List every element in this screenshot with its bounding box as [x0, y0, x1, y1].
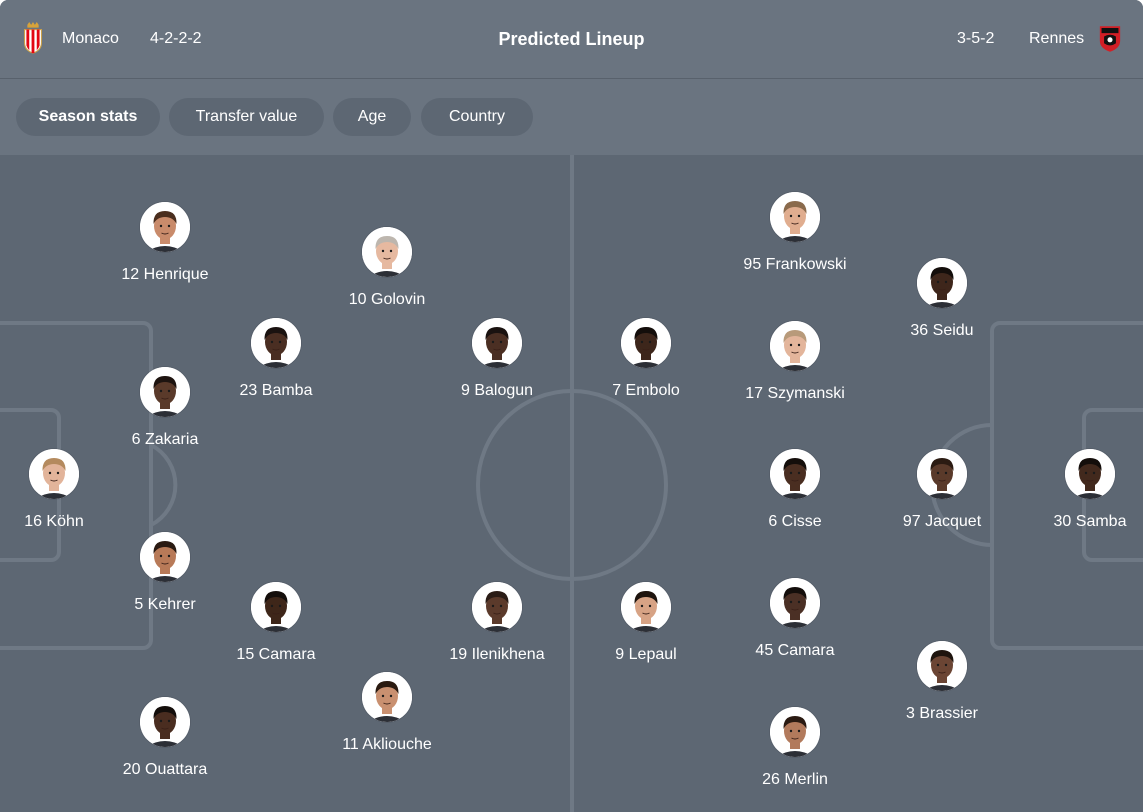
player-home-akliouche[interactable]: 11 Akliouche: [317, 672, 457, 754]
home-formation: 4-2-2-2: [150, 30, 202, 47]
player-photo: [472, 318, 522, 368]
player-away-brassier[interactable]: 3 Brassier: [872, 641, 1012, 723]
player-photo: [770, 578, 820, 628]
player-photo: [362, 227, 412, 277]
lineup-header: Monaco 4-2-2-2 Predicted Lineup 3-5-2 Re…: [0, 0, 1143, 79]
player-label: 23 Bamba: [239, 382, 313, 399]
player-label: 30 Samba: [1053, 513, 1127, 530]
player-photo: [917, 641, 967, 691]
player-label: 17 Szymanski: [745, 385, 845, 402]
filter-age[interactable]: Age: [333, 98, 411, 136]
player-label: 36 Seidu: [910, 322, 974, 339]
player-photo: [472, 582, 522, 632]
player-photo: [770, 192, 820, 242]
player-away-samba[interactable]: 30 Samba: [1020, 449, 1143, 531]
away-team-name[interactable]: Rennes: [1029, 30, 1085, 47]
player-away-szymanski[interactable]: 17 Szymanski: [725, 321, 865, 403]
away-formation: 3-5-2: [957, 30, 995, 47]
player-label: 20 Ouattara: [122, 761, 208, 778]
player-photo: [251, 582, 301, 632]
player-photo: [917, 449, 967, 499]
player-label: 97 Jacquet: [902, 513, 982, 530]
player-home-henrique[interactable]: 12 Henrique: [95, 202, 235, 284]
player-label: 9 Lepaul: [615, 646, 677, 663]
player-label: 45 Camara: [755, 642, 835, 659]
player-label: 10 Golovin: [348, 291, 426, 308]
player-label: 6 Cisse: [768, 513, 822, 530]
home-team-name[interactable]: Monaco: [62, 30, 119, 47]
player-photo: [140, 697, 190, 747]
filter-season-stats[interactable]: Season stats: [16, 98, 160, 136]
filter-transfer-value[interactable]: Transfer value: [169, 98, 324, 136]
player-photo: [1065, 449, 1115, 499]
player-away-seidu[interactable]: 36 Seidu: [872, 258, 1012, 340]
player-photo: [621, 318, 671, 368]
player-home-kehrer[interactable]: 5 Kehrer: [95, 532, 235, 614]
player-label: 9 Balogun: [460, 382, 534, 399]
monaco-crest-icon: [23, 22, 43, 54]
player-photo: [29, 449, 79, 499]
player-label: 26 Merlin: [762, 771, 828, 788]
player-home-balogun[interactable]: 9 Balogun: [427, 318, 567, 400]
player-away-cisse[interactable]: 6 Cisse: [725, 449, 865, 531]
player-away-jacquet[interactable]: 97 Jacquet: [872, 449, 1012, 531]
player-home-zakaria[interactable]: 6 Zakaria: [95, 367, 235, 449]
player-photo: [140, 202, 190, 252]
player-home-camara[interactable]: 15 Camara: [206, 582, 346, 664]
player-label: 19 Ilenikhena: [449, 646, 545, 663]
player-label: 3 Brassier: [905, 705, 979, 722]
player-label: 12 Henrique: [121, 266, 209, 283]
player-home-ouattara[interactable]: 20 Ouattara: [95, 697, 235, 779]
player-label: 5 Kehrer: [134, 596, 196, 613]
player-label: 16 Köhn: [24, 513, 84, 530]
player-label: 11 Akliouche: [342, 736, 432, 753]
player-home-ilenikhena[interactable]: 19 Ilenikhena: [427, 582, 567, 664]
player-away-embolo[interactable]: 7 Embolo: [576, 318, 716, 400]
player-home-bamba[interactable]: 23 Bamba: [206, 318, 346, 400]
player-away-lepaul[interactable]: 9 Lepaul: [576, 582, 716, 664]
player-photo: [251, 318, 301, 368]
player-label: 15 Camara: [236, 646, 316, 663]
player-photo: [140, 532, 190, 582]
player-away-frankowski[interactable]: 95 Frankowski: [725, 192, 865, 274]
filter-bar: Season stats Transfer value Age Country: [0, 79, 1143, 155]
player-home-kohn[interactable]: 16 Köhn: [0, 449, 124, 531]
rennes-crest-icon: [1099, 26, 1121, 52]
player-photo: [621, 582, 671, 632]
player-photo: [770, 707, 820, 757]
player-away-merlin[interactable]: 26 Merlin: [725, 707, 865, 789]
page-title: Predicted Lineup: [498, 29, 645, 49]
player-photo: [917, 258, 967, 308]
player-home-golovin[interactable]: 10 Golovin: [317, 227, 457, 309]
pitch: 12 Henrique 10 Golovin 23 Bamba 9 Balogu…: [0, 155, 1143, 812]
player-photo: [140, 367, 190, 417]
player-photo: [770, 321, 820, 371]
filter-country[interactable]: Country: [421, 98, 533, 136]
player-photo: [362, 672, 412, 722]
player-photo: [770, 449, 820, 499]
player-label: 7 Embolo: [612, 382, 680, 399]
player-away-camara[interactable]: 45 Camara: [725, 578, 865, 660]
player-label: 95 Frankowski: [743, 256, 847, 273]
player-label: 6 Zakaria: [131, 431, 199, 448]
